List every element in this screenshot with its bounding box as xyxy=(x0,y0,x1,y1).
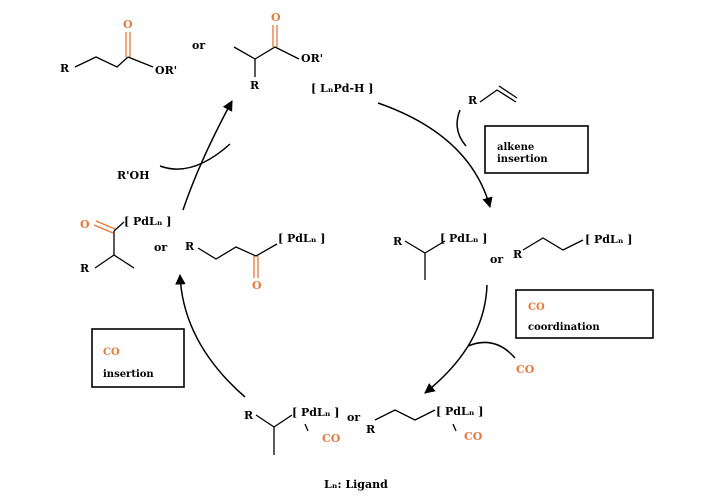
carbonyl-oxygen-label: O xyxy=(123,18,133,31)
pd-ligand-label: [ PdLₙ ] xyxy=(436,405,483,418)
arrow-co-coordination xyxy=(424,284,488,394)
pd-ligand-label: [ PdLₙ ] xyxy=(124,215,171,228)
arrow-alkene-entry xyxy=(456,109,467,147)
arrow-co-entry xyxy=(467,341,516,359)
linear-alkyl-pd: R [ PdLₙ ] xyxy=(513,233,632,261)
pd-ligand-label: [ PdLₙ ] xyxy=(278,232,325,245)
or-label: or xyxy=(347,411,360,424)
ester-or-label: OR' xyxy=(301,52,323,65)
ligand-legend: Lₙ: Ligand xyxy=(324,478,388,491)
r-group-label: R xyxy=(513,248,523,261)
branched-acyl-pd: O [ PdLₙ ] R xyxy=(80,215,171,275)
pd-ligand-label: [ PdLₙ ] xyxy=(585,233,632,246)
pd-ligand-label: [ PdLₙ ] xyxy=(292,406,339,419)
ester-or-label: OR' xyxy=(155,64,177,77)
linear-ester-product: R O OR' xyxy=(60,18,177,77)
r-group-label: R xyxy=(244,409,254,422)
carbonyl-oxygen-label: O xyxy=(271,11,281,24)
alkene-substrate: R xyxy=(468,85,518,107)
alcohol-reagent-label: R'OH xyxy=(117,169,149,182)
branched-alkyl-pd: R [ PdLₙ ] xyxy=(393,232,487,280)
linear-ester-chain xyxy=(74,56,129,68)
r-group-label: R xyxy=(468,94,478,107)
r-group-label: R xyxy=(185,240,195,253)
pd-hydride-catalyst: [ LₙPd-H ] xyxy=(311,82,373,95)
co-ligand-label: CO xyxy=(464,430,483,443)
branched-ester-product: O OR' R xyxy=(233,11,323,92)
or-label: or xyxy=(490,253,503,266)
arrow-roh-entry xyxy=(159,143,231,170)
arrow-co-insertion xyxy=(175,273,246,398)
branched-pd-co-complex: R [ PdLₙ ] CO xyxy=(244,406,341,455)
arrow-alcoholysis xyxy=(182,100,233,211)
alkene-insertion-box xyxy=(484,125,589,174)
r-group-label: R xyxy=(366,423,376,436)
arrow-alkene-insertion xyxy=(377,102,493,209)
pd-ligand-label: [ PdLₙ ] xyxy=(440,232,487,245)
or-label: or xyxy=(192,39,205,52)
linear-pd-co-complex: R [ PdLₙ ] CO xyxy=(366,405,483,443)
co-insertion-box xyxy=(91,328,185,388)
carbonyl-oxygen-label: O xyxy=(252,279,262,292)
r-group-label: R xyxy=(60,62,70,75)
linear-acyl-pd: R [ PdLₙ ] O xyxy=(185,232,325,292)
alkene-insertion-text: alkene xyxy=(497,142,534,153)
r-group-label: R xyxy=(80,262,90,275)
co-coordination-text: coordination xyxy=(528,322,600,333)
alkene-insertion-text: insertion xyxy=(497,154,548,165)
r-group-label: R xyxy=(393,235,403,248)
carbonyl-oxygen-label: O xyxy=(80,218,90,231)
co-coordination-box xyxy=(515,289,654,339)
co-reagent-label: CO xyxy=(516,363,535,376)
co-insertion-text: CO xyxy=(103,347,120,358)
or-label: or xyxy=(154,241,167,254)
r-group-label: R xyxy=(250,79,260,92)
co-ligand-label: CO xyxy=(322,432,341,445)
co-insertion-text: insertion xyxy=(103,369,154,380)
co-coordination-text: CO xyxy=(528,302,545,313)
